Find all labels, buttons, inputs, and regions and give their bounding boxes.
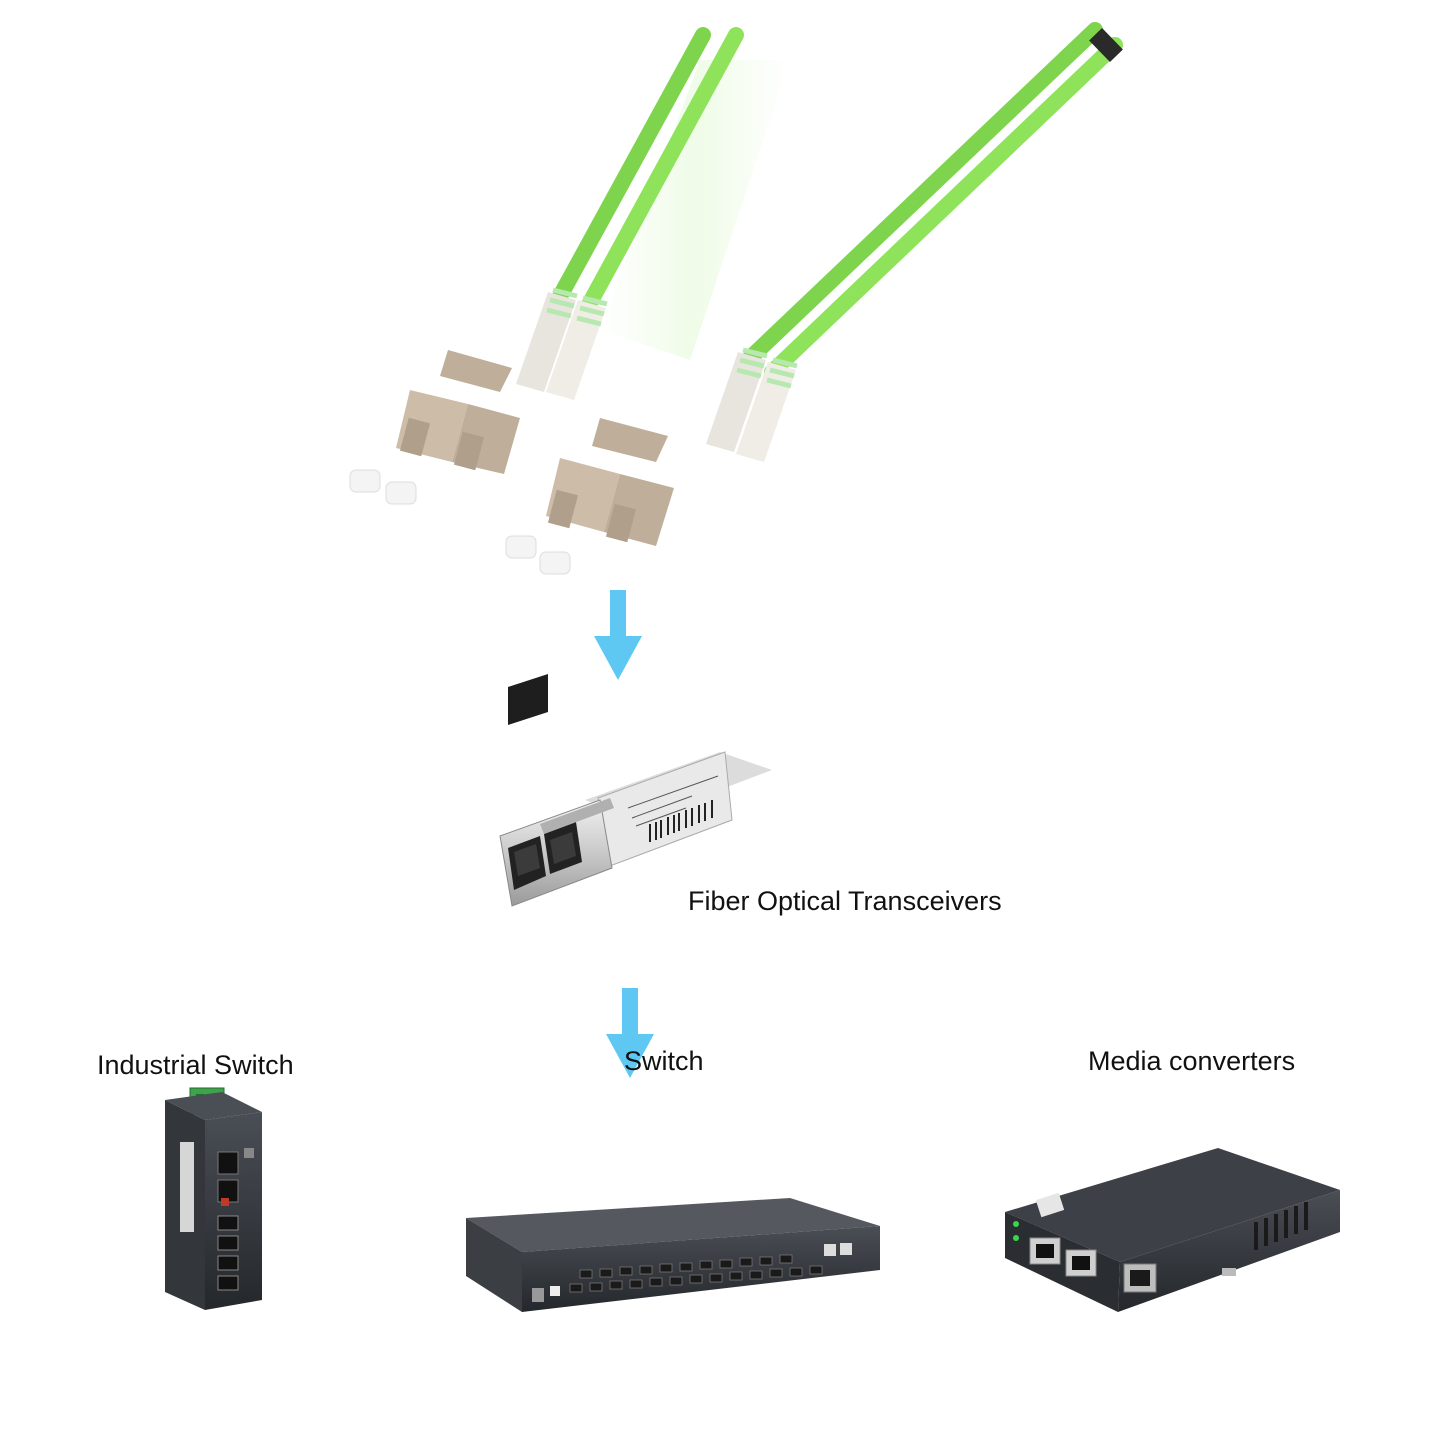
transceiver-label: Fiber Optical Transceivers [688,886,1002,916]
industrial-switch-icon [165,1087,262,1310]
fiber-patch-cable-icon [349,22,1123,575]
sfp-transceiver-icon [499,673,772,907]
switch-label: Switch [624,1046,704,1076]
media-converters-label: Media converters [1088,1046,1296,1076]
arrow-down-icon [606,988,654,1078]
media-converter-icon [1005,1148,1340,1312]
arrow-down-icon [594,590,642,680]
lc-connector-left [349,287,608,505]
industrial-switch-label: Industrial Switch [97,1050,294,1080]
rack-switch-icon [466,1198,880,1312]
lc-connector-right [505,347,798,575]
